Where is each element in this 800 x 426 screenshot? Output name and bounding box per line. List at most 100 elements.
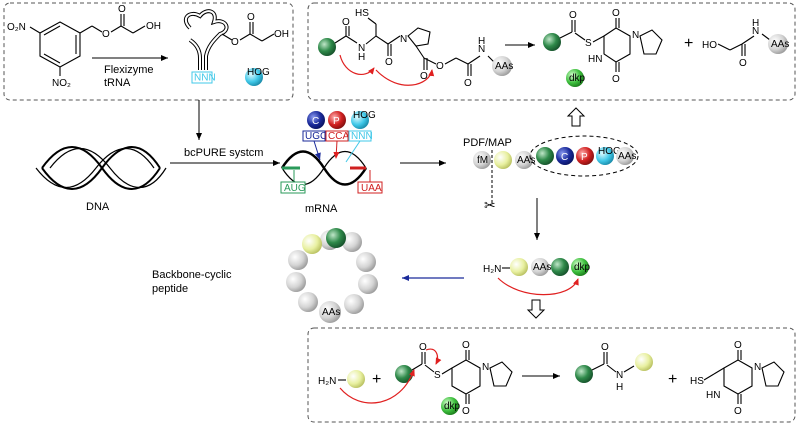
atom-o2n: O₂N xyxy=(7,22,26,33)
label-nnn: NNN xyxy=(194,73,216,84)
atom-h: H xyxy=(752,18,759,29)
scissors-icon: ✂ xyxy=(484,197,496,213)
label-trna: tRNA xyxy=(104,77,131,89)
label-flexizyme: Flexizyme xyxy=(104,64,154,76)
atom-o: O xyxy=(464,78,472,89)
atom-o: O xyxy=(231,37,239,48)
aug-codon-box xyxy=(280,181,306,194)
atom-o: O xyxy=(612,74,620,85)
label-hog: HOG xyxy=(247,67,270,78)
uaa-codon-box xyxy=(357,181,383,194)
cyclic-peptide: AAs xyxy=(286,228,378,323)
label-aas: AAs xyxy=(533,262,551,273)
label-c: C xyxy=(312,116,319,127)
label-aas: AAs xyxy=(322,307,340,318)
label-hog: HOG xyxy=(353,110,376,121)
atom-o: O xyxy=(419,342,427,353)
label-fm: fM xyxy=(477,155,488,166)
atom-n: N xyxy=(632,30,639,41)
atom-h: H xyxy=(358,52,365,63)
label-aug: AUG xyxy=(284,183,306,194)
reactant-thioester-peptide: O N H HS O N O O O N H AAs xyxy=(318,8,513,89)
atom-no2: NO₂ xyxy=(52,78,71,89)
atom-o: O xyxy=(601,342,609,353)
hog-sphere xyxy=(245,68,263,86)
plus-sign: + xyxy=(668,371,677,388)
atom-n: N xyxy=(752,26,759,37)
atom-o: O xyxy=(102,29,110,40)
atom-n: N xyxy=(478,44,485,55)
atom-h: H xyxy=(616,382,623,393)
box-cyclization xyxy=(307,327,796,423)
atom-ho: HO xyxy=(702,40,717,51)
atom-s: S xyxy=(434,370,441,381)
atom-o: O xyxy=(734,406,742,417)
atom-hs: HS xyxy=(690,376,704,387)
atom-hn: HN xyxy=(588,54,602,65)
box-dkp-formation xyxy=(307,2,796,101)
nitrobenzyl-ester: O₂N NO₂ O O OH xyxy=(7,4,161,89)
label-nnn: NNN xyxy=(351,131,373,142)
atom-h2n: H₂N xyxy=(318,376,336,387)
label-c: C xyxy=(561,152,568,163)
atom-o: O xyxy=(247,12,255,23)
atom-n: N xyxy=(358,43,365,54)
atom-n: N xyxy=(616,370,623,381)
label-ugc: UGC xyxy=(305,131,327,142)
label-aas: AAs xyxy=(495,61,513,72)
label-uaa: UAA xyxy=(361,183,382,194)
atom-o: O xyxy=(462,340,470,351)
dna-helix xyxy=(35,146,167,190)
free-dkp: HS O O HN N xyxy=(690,340,785,417)
hollow-arrow-down xyxy=(526,299,546,319)
intermediate-peptide: H₂N AAs dkp xyxy=(483,258,591,296)
label-aas: AAs xyxy=(517,155,535,166)
label-hog: HOG xyxy=(598,146,621,157)
trna-ester: O O OH xyxy=(221,12,289,48)
atom-hn: HN xyxy=(706,390,720,401)
thioester-dkp: O S O O N dkp xyxy=(339,340,513,417)
linear-peptide-chain: fM AAs C P HOG AAs xyxy=(473,135,639,177)
box-flexizyme xyxy=(3,2,294,101)
label-p: P xyxy=(333,116,340,127)
atom-o: O xyxy=(612,8,620,19)
label-p: P xyxy=(581,152,588,163)
product-dkp-thioester: O S O O HN N dkp xyxy=(543,8,663,87)
atom-h: H xyxy=(478,36,485,47)
atom-n: N xyxy=(482,362,489,373)
atom-o: O xyxy=(734,340,742,351)
amide-product: O N H xyxy=(575,342,653,393)
atom-o: O xyxy=(420,71,428,82)
plus-sign: + xyxy=(372,371,381,388)
atom-o: O xyxy=(739,58,747,69)
trna-icon xyxy=(183,9,229,70)
label-aas: AAs xyxy=(618,151,636,162)
atom-o: O xyxy=(462,406,470,417)
label-dkp: dkp xyxy=(574,262,591,273)
atom-s: S xyxy=(585,38,592,49)
hollow-arrow-up xyxy=(566,107,586,127)
mrna-helix xyxy=(280,150,368,186)
atom-o: O xyxy=(385,57,393,68)
label-dkp: dkp xyxy=(444,401,461,412)
codon-spheres: C P HOG UGC CCA NNN xyxy=(302,110,376,163)
label-backbone-cyclic: Backbone-cyclic xyxy=(152,269,232,281)
atom-n: N xyxy=(400,34,407,45)
nucleophile-amine: H₂N xyxy=(318,370,365,388)
label-peptide: peptide xyxy=(152,283,188,295)
atom-o: O xyxy=(118,4,126,15)
nnn-anticodon-box xyxy=(191,71,213,84)
atom-o: O xyxy=(569,10,577,21)
atom-oh: OH xyxy=(274,29,289,40)
atom-o: O xyxy=(436,61,444,72)
atom-n: N xyxy=(754,362,761,373)
atom-h2n: H₂N xyxy=(483,264,501,275)
label-mrna: mRNA xyxy=(305,203,338,215)
product-glycolamide: HO O N H AAs xyxy=(702,18,789,69)
atom-hs: HS xyxy=(355,8,369,19)
label-dkp: dkp xyxy=(569,73,586,84)
atom-o: O xyxy=(342,17,350,28)
plus-sign: + xyxy=(684,35,693,52)
label-pdf-map: PDF/MAP xyxy=(463,137,512,149)
